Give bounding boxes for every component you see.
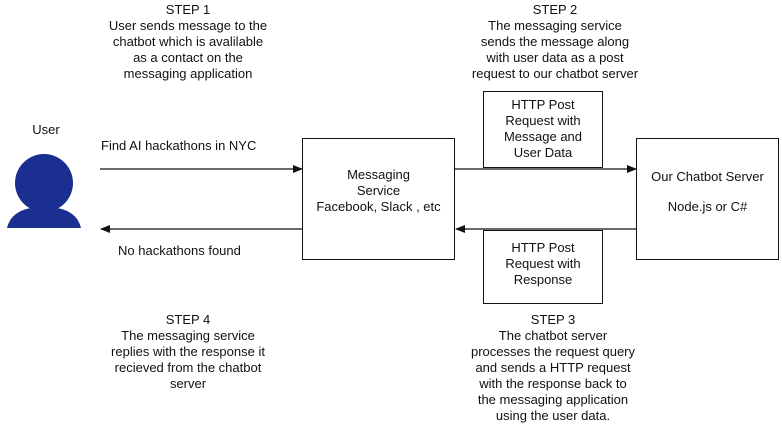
step2-line-1: The messaging service [488, 18, 622, 33]
step4-title: STEP 4 [165, 312, 211, 327]
step3-title: STEP 3 [530, 312, 576, 327]
step2-line-4: request to our chatbot server [471, 66, 639, 81]
step1-block: STEP 1 User sends message to the chatbot… [78, 2, 298, 82]
step4-line-2: replies with the response it [111, 344, 265, 359]
step1-line-2: chatbot which is avalilable [112, 34, 264, 49]
step3-line-3: and sends a HTTP request [475, 360, 631, 375]
step2-title: STEP 2 [532, 2, 578, 17]
step4-line-1: The messaging service [121, 328, 255, 343]
step3-line-6: using the user data. [495, 408, 611, 423]
step2-block: STEP 2 The messaging service sends the m… [440, 2, 670, 82]
user-label: User [32, 122, 60, 137]
step2-line-2: sends the message along [480, 34, 630, 49]
step1-title: STEP 1 [165, 2, 211, 17]
http-post-request-box: HTTP Post Request with Message and User … [483, 91, 603, 168]
step1-line-3: as a contact on the [133, 50, 243, 65]
http-request-line-3: Message and [503, 129, 583, 144]
step3-block: STEP 3 The chatbot server processes the … [438, 312, 668, 424]
http-request-line-2: Request with [505, 113, 581, 128]
chatbot-server-title: Our Chatbot Server [651, 169, 764, 184]
http-response-line-3: Response [513, 272, 573, 287]
http-request-line-1: HTTP Post [511, 97, 575, 112]
query-message-label: Find AI hackathons in NYC [101, 138, 257, 153]
http-post-response-box: HTTP Post Request with Response [483, 230, 603, 304]
http-response-line-1: HTTP Post [511, 240, 575, 255]
step3-line-5: the messaging application [477, 392, 629, 407]
step1-line-1: User sends message to the [108, 18, 268, 33]
user-icon [7, 154, 81, 228]
step4-line-3: recieved from the chatbot [114, 360, 262, 375]
chatbot-server-box: Our Chatbot Server Node.js or C# [636, 138, 779, 260]
http-request-line-4: User Data [513, 145, 573, 160]
step4-block: STEP 4 The messaging service replies wit… [78, 312, 298, 392]
step3-line-1: The chatbot server [498, 328, 608, 343]
step3-line-4: with the response back to [479, 376, 627, 391]
chatbot-server-tech: Node.js or C# [667, 199, 748, 214]
messaging-service-line-3: Facebook, Slack , etc [316, 199, 441, 214]
step4-line-4: server [169, 376, 207, 391]
http-response-line-2: Request with [505, 256, 581, 271]
messaging-service-line-1: Messaging [347, 167, 410, 182]
step1-line-4: messaging application [123, 66, 253, 81]
messaging-service-box: Messaging Service Facebook, Slack , etc [302, 138, 455, 260]
messaging-service-line-2: Service [356, 183, 401, 198]
step2-line-3: with user data as a post [486, 50, 624, 65]
reply-message-label: No hackathons found [118, 243, 241, 258]
step3-line-2: processes the request query [470, 344, 636, 359]
